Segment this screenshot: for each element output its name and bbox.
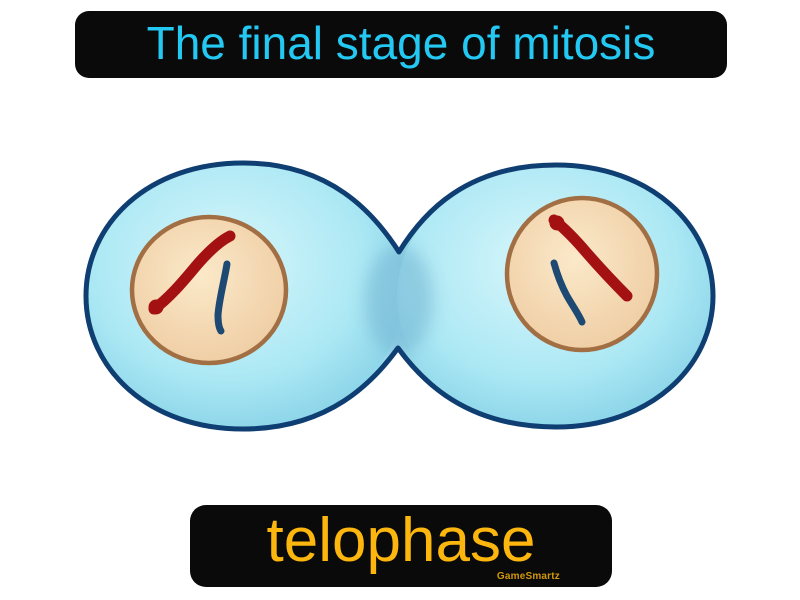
cleavage-furrow-shade (365, 245, 433, 355)
left-chromosome-red (148, 230, 236, 315)
watermark-text: GameSmartz (496, 571, 560, 582)
right-chromosome-blue (550, 259, 586, 326)
right-chromosome-red-tip (549, 215, 565, 231)
term-banner: telophase GameSmartz (190, 505, 612, 587)
definition-banner: The final stage of mitosis (75, 11, 727, 78)
left-chromosome-red-tip (148, 299, 164, 315)
definition-text: The final stage of mitosis (146, 16, 656, 69)
right-nucleus (504, 195, 660, 353)
term-text: telophase (266, 506, 536, 575)
left-nucleus (129, 214, 289, 366)
right-chromosome-red (548, 214, 633, 302)
left-chromosome-blue (214, 260, 231, 335)
cell-membrane-outline (83, 160, 716, 432)
